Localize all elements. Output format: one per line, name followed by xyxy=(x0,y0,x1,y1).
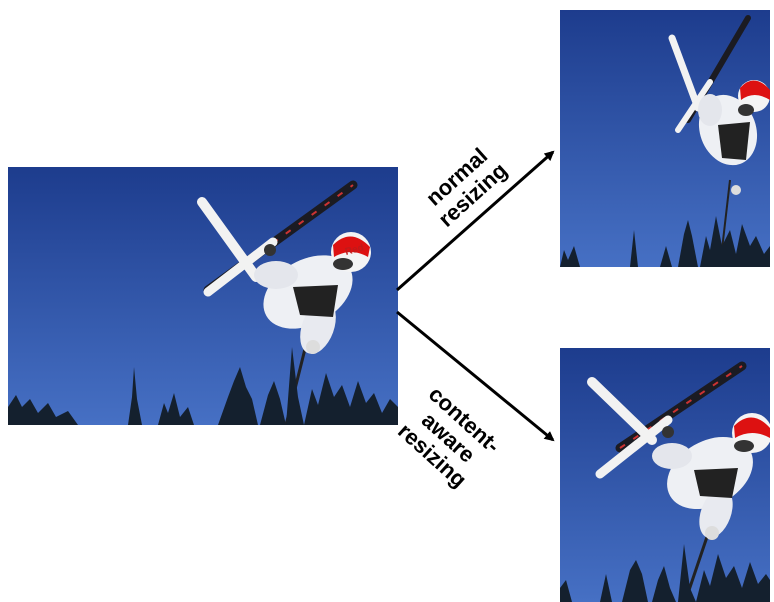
arrows-layer xyxy=(0,0,774,602)
